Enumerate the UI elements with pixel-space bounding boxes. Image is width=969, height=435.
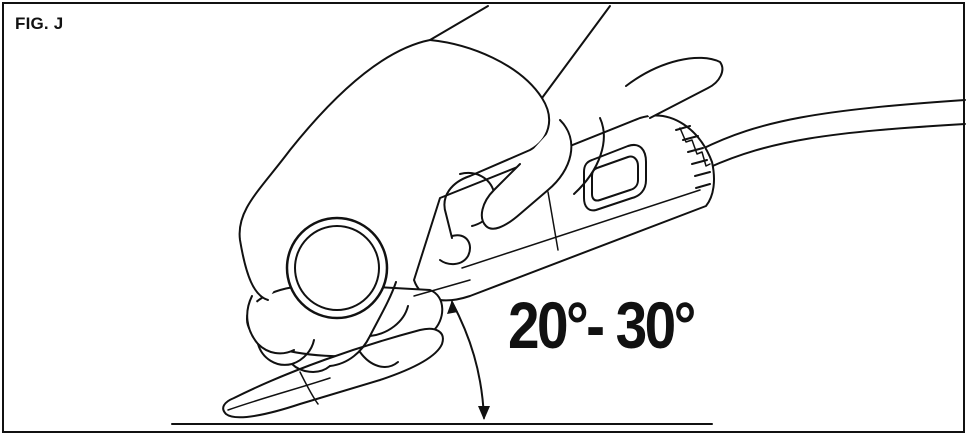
angle-indicator bbox=[414, 280, 484, 418]
angle-label: 20°- 30° bbox=[508, 288, 696, 362]
grinding-disc bbox=[223, 329, 443, 417]
grinder-body bbox=[414, 116, 714, 301]
hand-illustration bbox=[240, 6, 723, 372]
double-arrow-icon bbox=[447, 300, 490, 420]
power-cord bbox=[700, 100, 965, 168]
figure-label: FIG. J bbox=[15, 14, 64, 33]
side-handle-knob bbox=[287, 218, 387, 318]
